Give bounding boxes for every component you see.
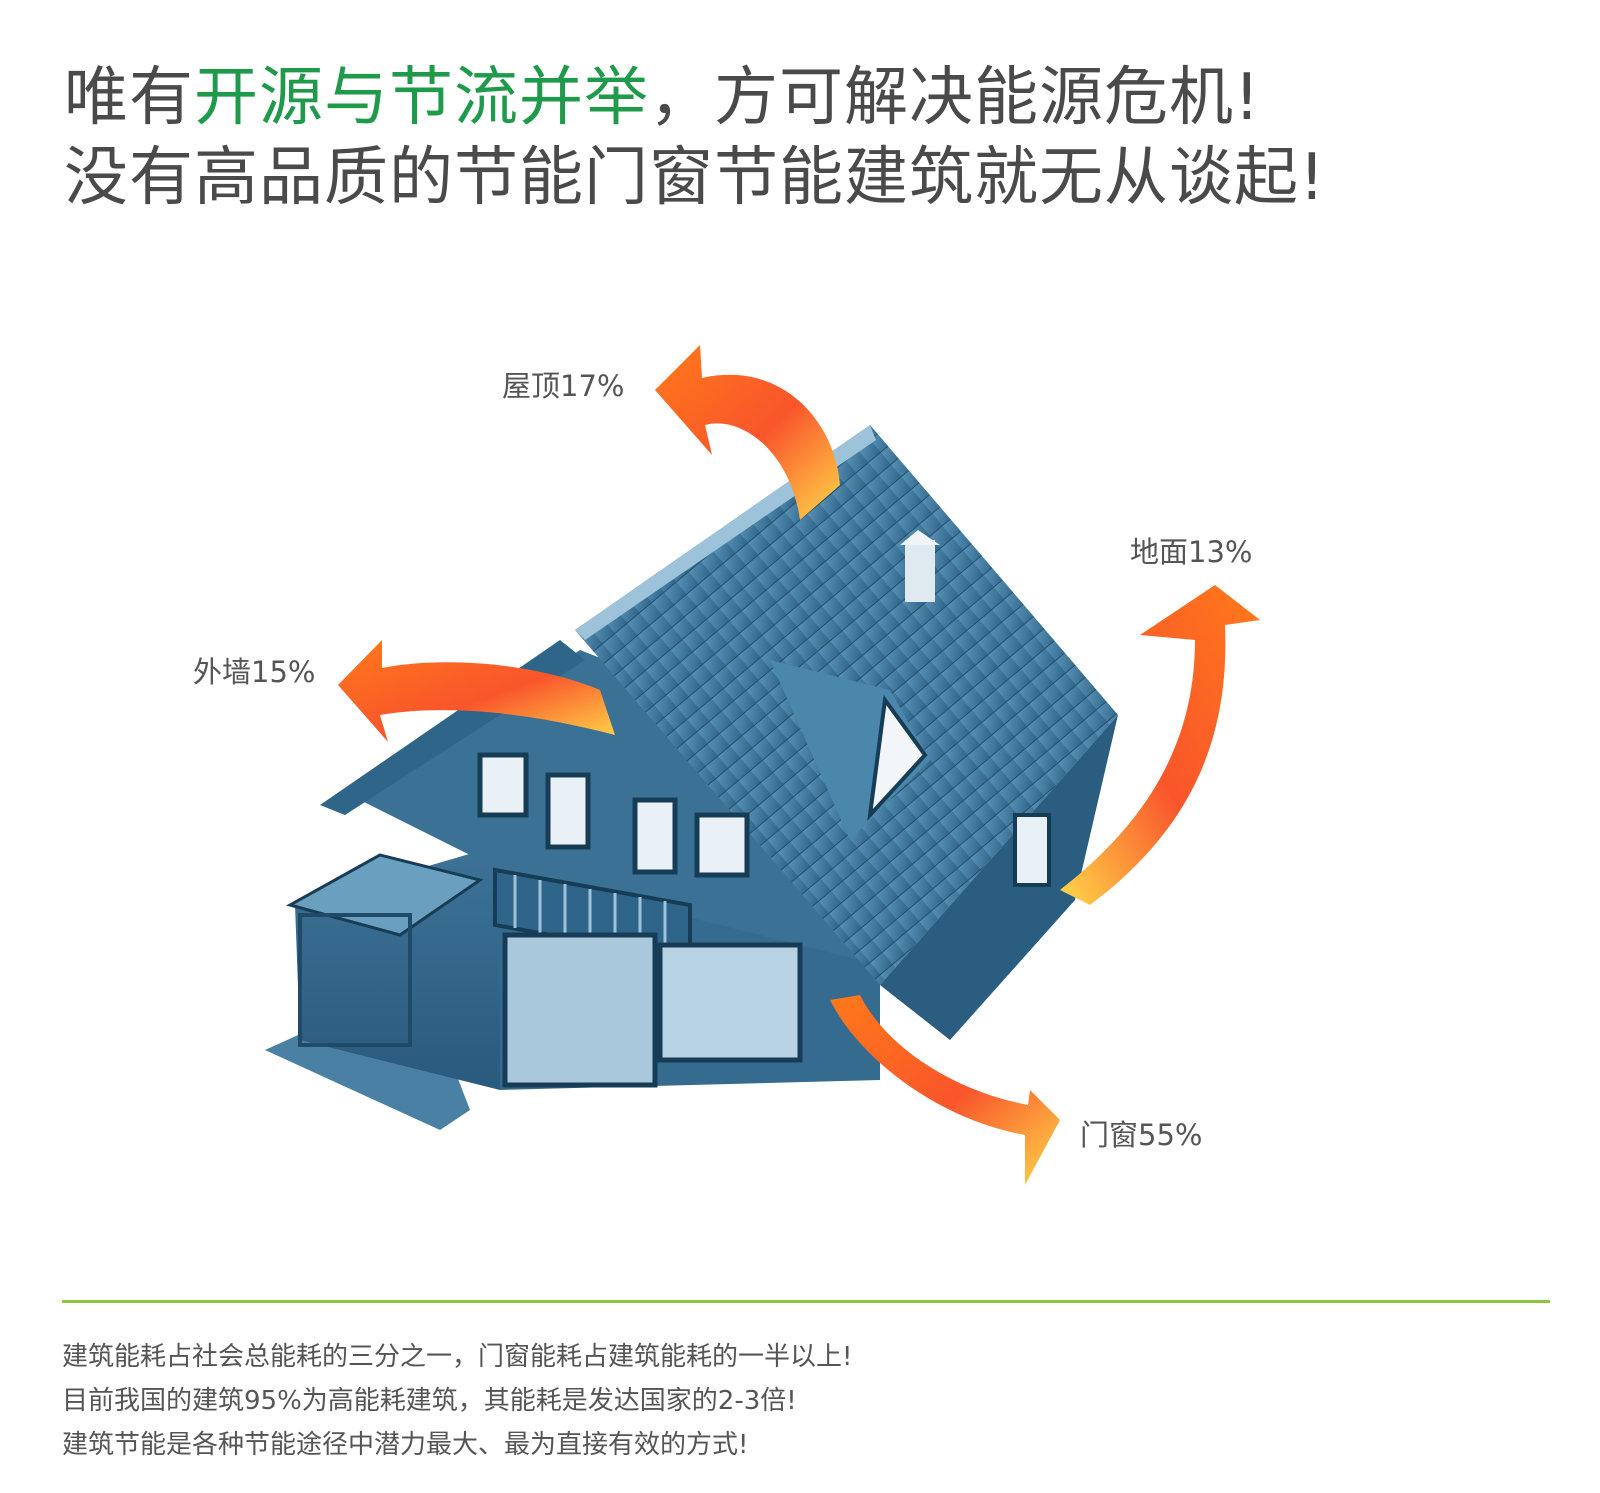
headline-prefix: 唯有 — [64, 61, 194, 135]
headline-highlight: 开源与节流并举 — [194, 61, 649, 135]
window-label: 门窗55% — [1080, 1118, 1202, 1152]
window-upper-4 — [694, 812, 750, 878]
notes-list: 建筑能耗占社会总能耗的三分之一，门窗能耗占建筑能耗的一半以上! 目前我国的建筑9… — [62, 1335, 852, 1467]
side-window — [1013, 813, 1051, 887]
note-item: 建筑能耗占社会总能耗的三分之一，门窗能耗占建筑能耗的一半以上! — [62, 1342, 853, 1372]
note-item: 目前我国的建筑95%为高能耗建筑，其能耗是发达国家的2-3倍! — [62, 1386, 797, 1416]
glass-door — [657, 942, 803, 1063]
headline-line2: 没有高品质的节能门窗节能建筑就无从谈起! — [64, 141, 1326, 215]
wall-label: 外墙15% — [193, 655, 315, 689]
dormer-window — [867, 694, 928, 822]
pergola-frame — [298, 913, 412, 1047]
ground-label: 地面13% — [1130, 535, 1252, 569]
roof-arrow — [655, 345, 840, 520]
window-upper-3 — [632, 797, 678, 875]
ground-arrow — [1060, 585, 1260, 905]
glass-wall — [502, 932, 658, 1088]
headline-line1: 唯有开源与节流并举，方可解决能源危机! — [64, 61, 1261, 135]
headline-suffix: ，方可解决能源危机! — [649, 61, 1261, 135]
heat-arrows — [338, 345, 1260, 1185]
window-upper-1 — [477, 752, 529, 818]
house — [265, 425, 1118, 1130]
chimney-cap — [900, 530, 940, 545]
headline: 唯有开源与节流并举，方可解决能源危机! 没有高品质的节能门窗节能建筑就无从谈起! — [64, 58, 1326, 218]
divider-line — [62, 1300, 1550, 1303]
note-item: 建筑节能是各种节能途径中潜力最大、最为直接有效的方式! — [62, 1430, 749, 1460]
window-arrow — [830, 995, 1060, 1185]
roof-label: 屋顶17% — [502, 369, 624, 403]
side-gable — [880, 715, 1118, 1040]
window-upper-2 — [545, 772, 591, 850]
chimney — [905, 540, 935, 602]
house-heat-loss-illustration: 屋顶17% 地面13% 外墙15% 门窗55% — [193, 345, 1260, 1185]
wall-arrow — [338, 640, 615, 742]
